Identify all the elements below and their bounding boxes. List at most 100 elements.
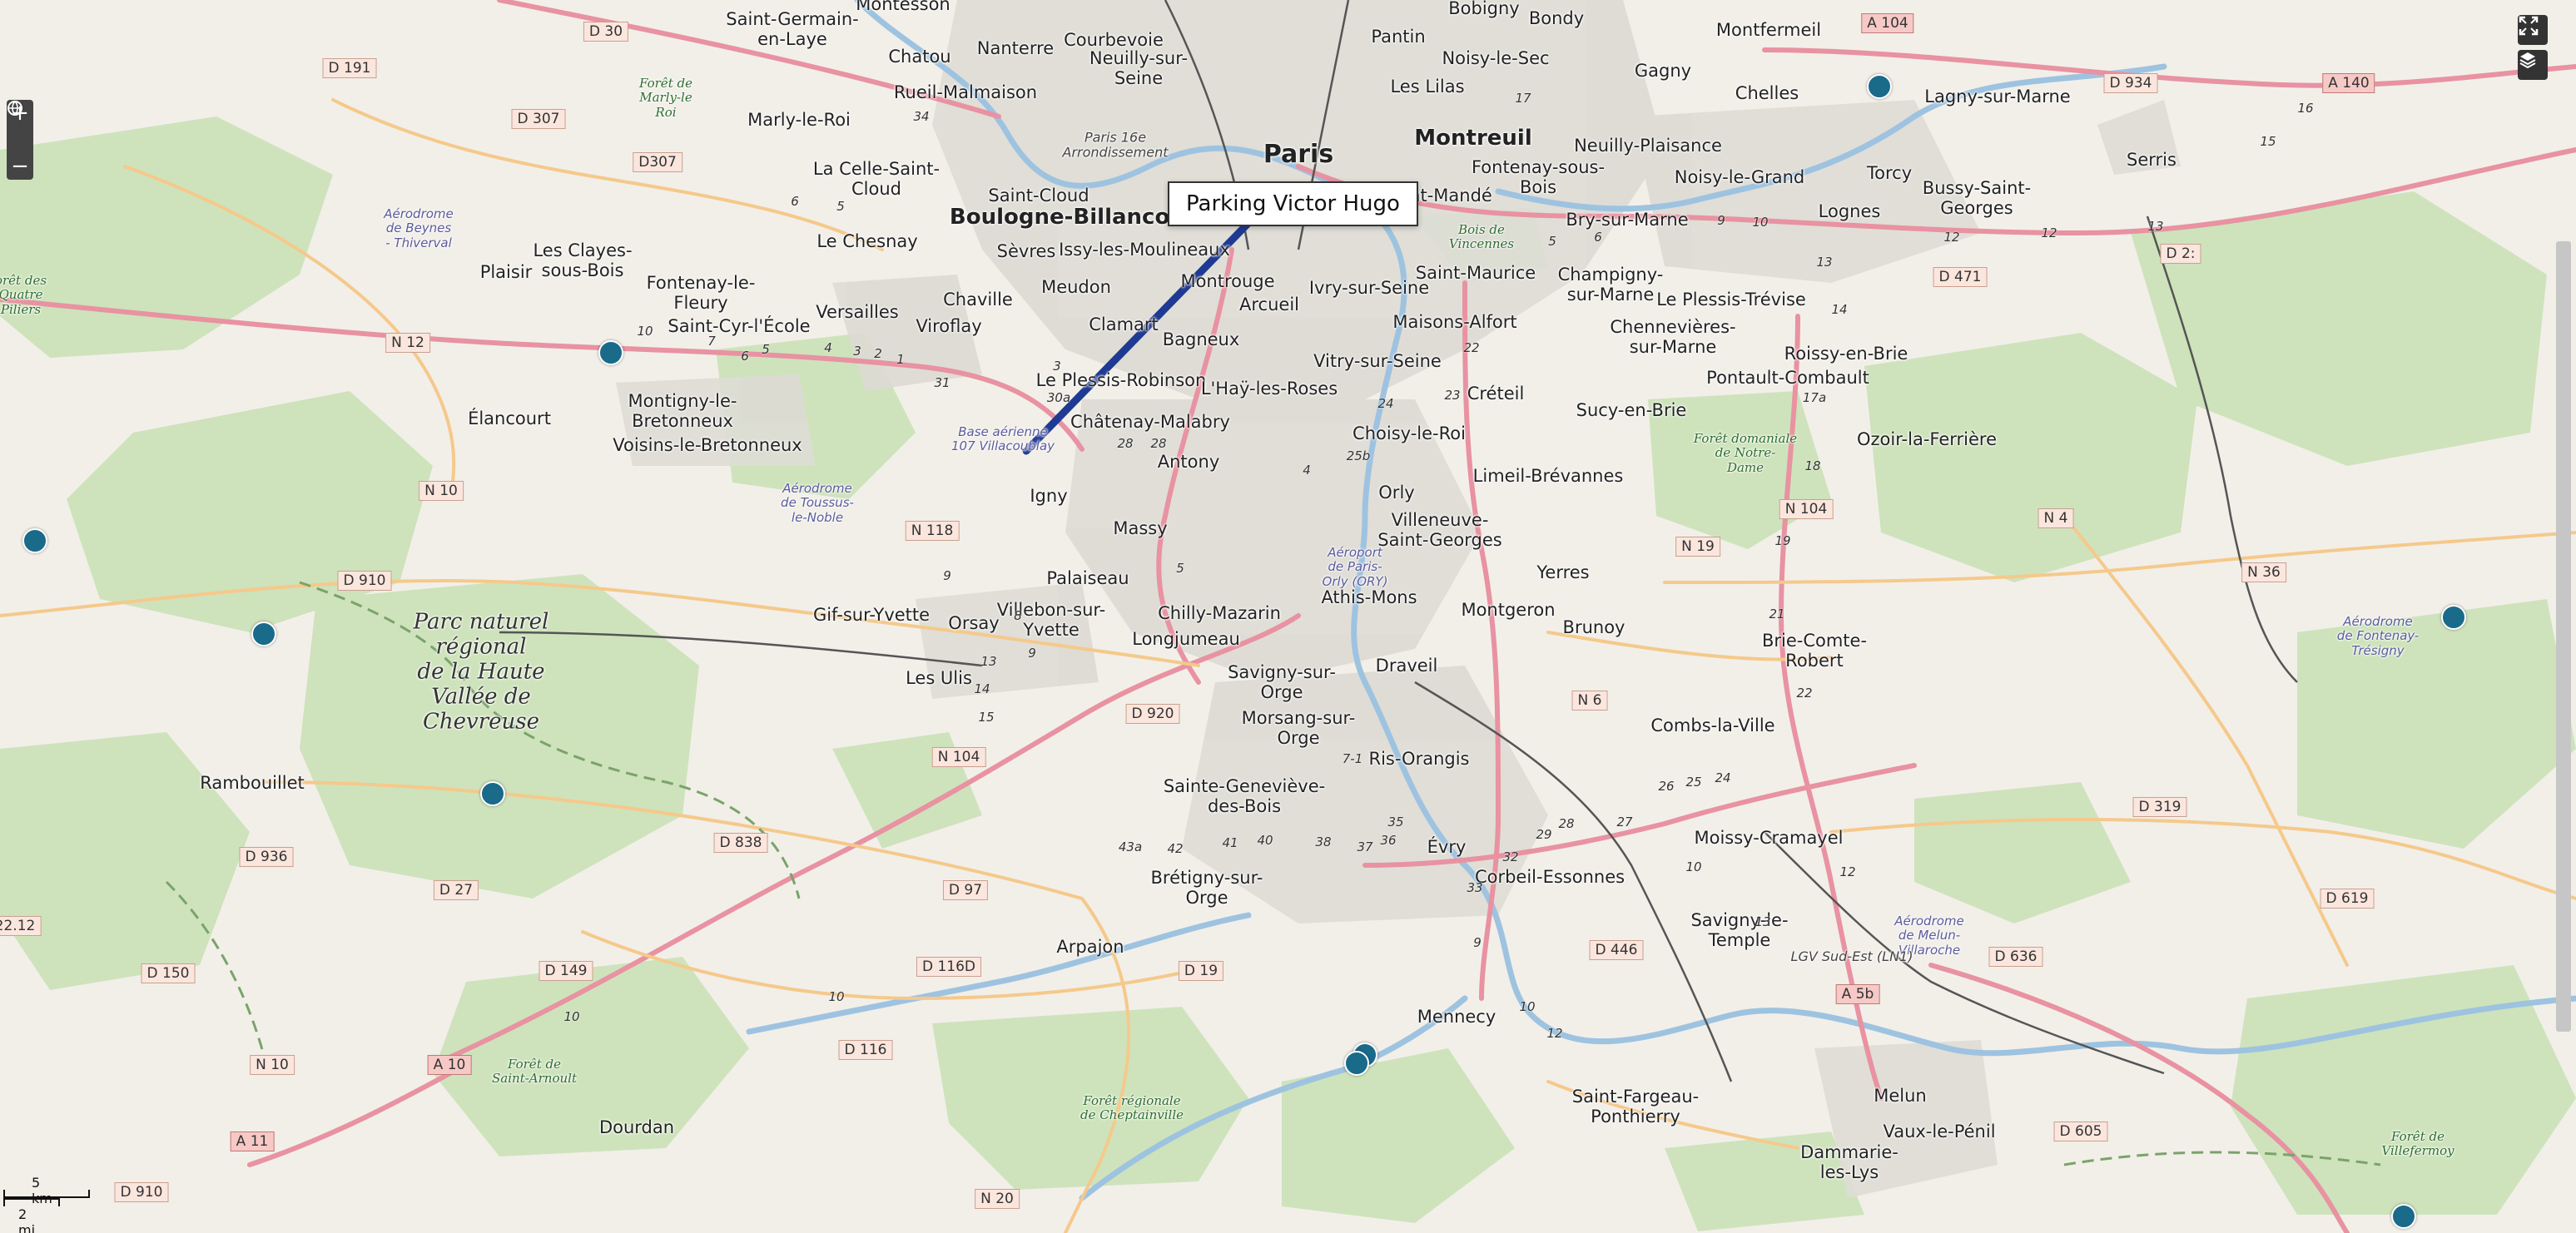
place-label: Villebon-sur-Yvette [996,599,1106,640]
layers-button[interactable] [2518,50,2548,80]
location-marker[interactable] [2391,1204,2416,1229]
place-label: Fontenay-le-Fleury [646,272,756,313]
location-marker[interactable] [598,340,623,365]
place-label: Pontault-Combault [1706,367,1869,388]
road-shield: D307 [633,152,682,172]
road-shield: D 97 [942,880,989,900]
exit-number: 37 [1357,839,1373,854]
place-label: Draveil [1375,655,1438,676]
exit-number: 22 [1796,686,1813,701]
road-shield: D 116D [916,957,982,977]
exit-number: 15 [2260,134,2276,149]
place-label: Versailles [816,301,899,322]
road-shield: D 471 [1933,267,1988,287]
place-label: Melun [1874,1085,1927,1106]
road-shield: D 307 [511,109,566,129]
exit-number: 29 [1536,827,1552,842]
place-label: Sucy-en-Brie [1576,399,1687,420]
location-marker[interactable] [480,781,505,806]
scrollbar[interactable] [2556,241,2571,1032]
road-shield: N 12 [385,333,430,353]
exit-number: 6 [741,349,749,364]
place-label: Bondy [1528,7,1585,28]
exit-number: 6 [1594,230,1602,245]
place-label: Dourdan [598,1117,675,1137]
place-label: Noisy-le-Sec [1442,47,1550,68]
road-shield: D 149 [539,961,593,981]
place-label: Bobigny [1448,0,1520,18]
exit-number: 5 [1176,561,1184,576]
exit-number: 9 [1473,935,1482,950]
road-shield: D 150 [141,963,196,983]
place-label: Gif-sur-Yvette [812,604,931,625]
exit-number: 2 [874,346,882,361]
globe-icon[interactable] [7,101,33,153]
exit-number: 10 [563,1009,580,1024]
location-marker[interactable] [2441,605,2466,630]
location-marker[interactable] [251,621,276,646]
place-label: Morsang-sur-Orge [1241,707,1356,748]
place-label: Viroflay [916,315,982,336]
place-label: La Celle-Saint-Cloud [812,158,941,199]
place-label: Chaville [943,289,1013,309]
road-shield: D 636 [1988,947,2043,967]
exit-number: 12 [1943,230,1960,245]
place-label: Pantin [1371,26,1426,47]
place-label: Saint-Fargeau-Ponthierry [1571,1086,1700,1127]
place-label: Marly-le-Roi [747,109,851,130]
place-label: Gagny [1634,60,1692,81]
place-label: Les Clayes-sous-Bois [533,240,633,280]
road-shield: D 191 [322,58,377,78]
location-marker[interactable] [1867,74,1892,99]
place-label: Mennecy [1417,1006,1496,1027]
exit-number: 19 [1774,533,1791,548]
place-label: Arpajon [1056,936,1124,957]
road-shield: 22.12 [0,916,42,936]
exit-number: 10 [1519,999,1536,1014]
exit-number: 12 [1839,864,1856,879]
place-label: Boulogne-Billancourt [949,205,1207,230]
zoom-out-button[interactable]: − [11,154,29,179]
exit-number: 22 [1463,340,1480,355]
place-label: LGV Sud-Est (LN1) [1790,948,1913,964]
location-marker[interactable] [22,528,47,553]
place-label: Maisons-Alfort [1392,311,1517,332]
place-label: Serris [2127,149,2176,170]
road-shield: D 920 [1125,704,1180,724]
location-marker[interactable] [1344,1051,1369,1076]
place-label: Nanterre [976,37,1055,58]
place-label: Neuilly-sur-Seine [1089,47,1189,88]
road-shield: N 20 [975,1189,1020,1209]
exit-number: 28 [1558,816,1575,831]
fullscreen-button[interactable] [2518,15,2548,45]
fullscreen-icon [2519,16,2539,36]
exit-number: 17 [1515,91,1531,106]
place-label: Champigny-sur-Marne [1557,264,1664,305]
place-label: Brunoy [1562,616,1626,637]
location-popup[interactable]: Parking Victor Hugo [1168,181,1418,226]
exit-number: 7-1 [1342,751,1363,766]
exit-number: 26 [1658,779,1675,794]
road-shield: A 104 [1861,13,1914,33]
place-label: L'Haÿ-les-Roses [1200,378,1338,399]
exit-number: 13 [1816,255,1833,270]
layers-icon [2519,52,2536,69]
exit-number: 1 [896,352,905,367]
place-label: Le Chesnay [816,230,918,251]
scale-mi-bar [3,1198,60,1206]
exit-number: 12 [2041,225,2057,240]
road-shield: D 30 [583,22,629,42]
exit-number: 16 [2297,101,2314,116]
exit-number: 25 [1685,775,1702,790]
place-label: Orsay [948,612,1000,633]
place-label: Limeil-Brévannes [1472,465,1624,486]
place-label: Montigny-le-Bretonneux [628,390,737,431]
exit-number: 30a [1046,390,1071,405]
road-shield: N 6 [1571,691,1608,711]
place-label: Brétigny-sur-Orge [1150,867,1263,908]
